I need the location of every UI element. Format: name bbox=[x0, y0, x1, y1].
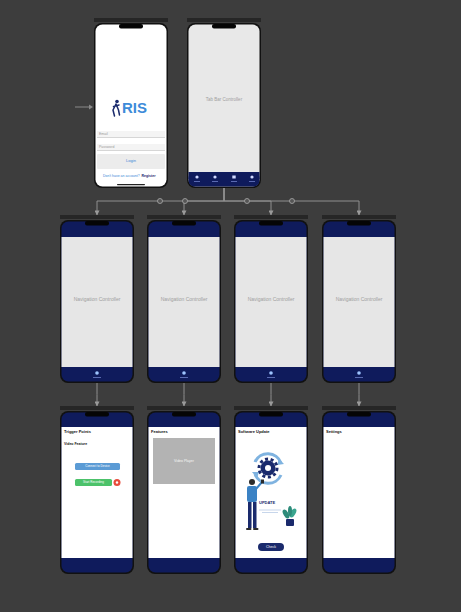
check-button: Check bbox=[258, 543, 284, 551]
action-button: Connect to Device bbox=[75, 463, 120, 470]
screen-title: Trigger Points bbox=[64, 430, 91, 435]
segue-connector bbox=[97, 383, 98, 406]
action-button: Start Recording bbox=[75, 479, 112, 486]
segue-connector bbox=[184, 188, 224, 215]
segue-icon bbox=[183, 199, 188, 204]
placeholder-label: Video Player bbox=[174, 459, 194, 463]
screen-phone bbox=[322, 406, 396, 574]
segue-connector bbox=[184, 383, 185, 406]
nav-phone bbox=[60, 215, 134, 383]
field-placeholder: Email bbox=[99, 132, 108, 136]
email-field: Email bbox=[97, 131, 165, 138]
password-field: Password bbox=[97, 144, 165, 151]
trigger-scene: Trigger PointsVideo FeatureConnect to De… bbox=[60, 406, 134, 574]
controller-label: Navigation Controller bbox=[161, 296, 208, 302]
screen-title: Settings bbox=[326, 430, 342, 435]
segue-connector bbox=[271, 383, 272, 406]
entry-arrowhead bbox=[89, 105, 93, 110]
update-scene: Software UpdateCheck bbox=[234, 406, 308, 574]
record-button bbox=[114, 479, 121, 486]
segue-icon bbox=[158, 199, 163, 204]
controller-label: Navigation Controller bbox=[248, 296, 295, 302]
screen-title: Software Update bbox=[238, 430, 270, 435]
controller-label: Navigation Controller bbox=[74, 296, 121, 302]
button-label: Start Recording bbox=[83, 481, 104, 485]
button-label: Connect to Device bbox=[85, 465, 110, 469]
navigation-scene: Navigation Controller bbox=[322, 215, 396, 383]
controller-label: Tab Bar Controller bbox=[187, 97, 261, 102]
field-placeholder: Password bbox=[99, 145, 114, 149]
update-illustration bbox=[246, 454, 298, 530]
settings-scene: Settings bbox=[322, 406, 396, 574]
nav-phone bbox=[147, 215, 221, 383]
segue-connector bbox=[97, 188, 224, 215]
section-heading: Video Feature bbox=[64, 442, 87, 446]
login-scene: RIS Don't have an account?Register EmailPa… bbox=[94, 18, 168, 188]
button-label: Login bbox=[126, 159, 136, 164]
controller-label: Navigation Controller bbox=[336, 296, 383, 302]
login-phone bbox=[94, 18, 168, 188]
app-logo: RIS bbox=[122, 99, 147, 117]
button-label: Check bbox=[266, 545, 276, 549]
record-dot bbox=[116, 481, 118, 483]
navigation-scene: Navigation Controller bbox=[60, 215, 134, 383]
screen-phone bbox=[60, 406, 134, 574]
navigation-scene: Navigation Controller bbox=[147, 215, 221, 383]
nav-phone bbox=[322, 215, 396, 383]
video-placeholder: Video Player bbox=[153, 438, 215, 484]
screen-phone bbox=[234, 406, 308, 574]
tab-bar-scene: Tab Bar Controller bbox=[187, 18, 261, 188]
screen-phone bbox=[147, 406, 221, 574]
tab-bar-phone bbox=[187, 18, 261, 188]
segue-connector bbox=[224, 188, 359, 215]
segue-icon bbox=[245, 199, 250, 204]
entry-line bbox=[75, 107, 90, 108]
navigation-scene: Navigation Controller bbox=[234, 215, 308, 383]
footer-text: Don't have an account? bbox=[103, 174, 140, 178]
screen-title: Features bbox=[151, 430, 168, 435]
login-button: Login bbox=[97, 154, 165, 169]
nav-phone bbox=[234, 215, 308, 383]
features-scene: FeaturesVideo Player bbox=[147, 406, 221, 574]
segue-connector bbox=[359, 383, 360, 406]
register-link: Register bbox=[142, 174, 156, 178]
illustration-text: UPDATE bbox=[259, 501, 275, 506]
segue-icon bbox=[290, 199, 295, 204]
